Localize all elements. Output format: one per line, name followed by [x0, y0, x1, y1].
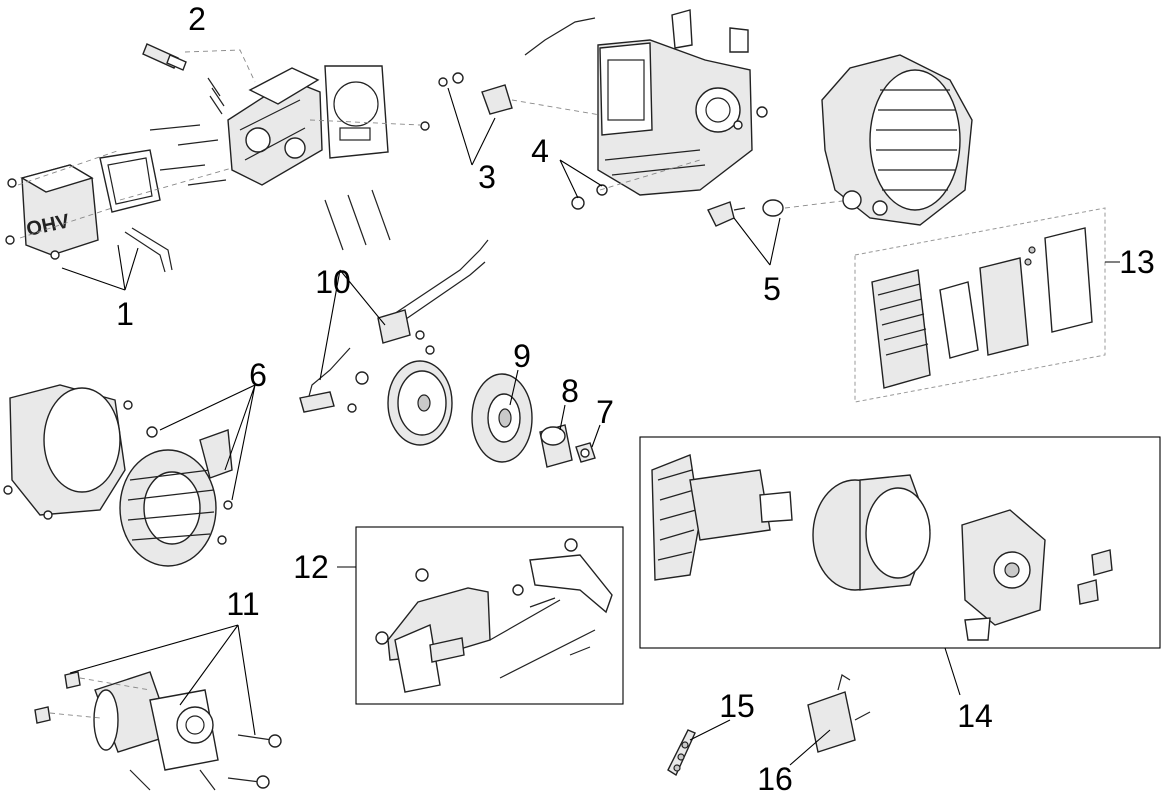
starter-cup-part-8 [539, 424, 573, 468]
callout-9: 9 [513, 338, 531, 374]
crankcase [597, 9, 753, 196]
breather-tube [124, 227, 173, 273]
starter-motor-part-11 [93, 671, 219, 791]
assembly-guide-lines-11 [49, 677, 151, 719]
assembly-guide-lines-3 [511, 99, 851, 209]
blower-shroud [3, 384, 133, 520]
callout-10: 10 [315, 264, 351, 300]
callout-6: 6 [249, 357, 267, 393]
callout-13: 13 [1119, 244, 1155, 280]
callout-11: 11 [226, 586, 259, 622]
governor-linkage-box [355, 526, 624, 705]
callout-14: 14 [957, 698, 993, 734]
cylinder-head [227, 67, 323, 186]
callout-3: 3 [478, 159, 496, 195]
callout-2: 2 [188, 1, 206, 37]
callout-5: 5 [763, 271, 781, 307]
ignition-coil-part-10 [299, 239, 489, 413]
callout-4: 4 [531, 133, 549, 169]
governor-linkage-part-12 [375, 538, 613, 693]
starter-bolts [34, 671, 282, 789]
callout-7: 7 [596, 394, 614, 430]
callout-16: 16 [757, 761, 793, 797]
oil-sensor-part-3 [438, 17, 596, 115]
terminal-board-part-15 [667, 729, 696, 777]
flywheel [347, 360, 453, 446]
leader-lines [61, 87, 1120, 766]
callout-15: 15 [719, 688, 755, 724]
voltage-regulator-part-16 [807, 674, 871, 753]
alternator-box [639, 436, 1161, 649]
oil-dipstick-part-5 [707, 199, 784, 227]
head-gasket [324, 65, 389, 159]
valve-cover-part-1: OHV [20, 164, 99, 256]
fan-housing [821, 54, 973, 226]
air-filter-group-box [854, 207, 1106, 403]
callout-12: 12 [293, 549, 329, 585]
air-filter-part-13 [871, 227, 1093, 389]
head-studs-bolts [5, 77, 430, 260]
drain-plug-part-4 [571, 106, 768, 210]
callout-1: 1 [116, 296, 134, 332]
cooling-fan-part-9 [471, 373, 533, 463]
callout-8: 8 [561, 373, 579, 409]
spark-plug-part-2 [142, 43, 187, 71]
flywheel-nut-part-7 [575, 442, 596, 463]
recoil-starter-part-6 [119, 426, 233, 567]
alternator-part-14 [651, 454, 1113, 641]
valve-cover-gasket [99, 149, 161, 213]
assembly-guide-lines-1 [17, 49, 421, 239]
